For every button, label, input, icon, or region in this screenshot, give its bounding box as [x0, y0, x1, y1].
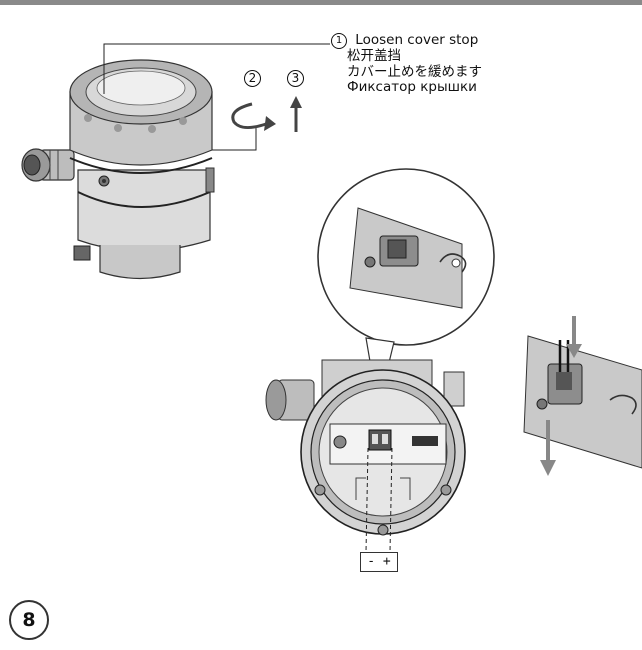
- callout-line-zh: 松开盖挡: [347, 48, 401, 64]
- callout-line-en: Loosen cover stop: [355, 32, 479, 48]
- lift-arrow-icon: [290, 96, 302, 132]
- step-lift-marker: 3: [287, 70, 304, 87]
- housing-closed: [21, 59, 215, 280]
- callout-line-ru: Фиксатор крышки: [347, 79, 477, 95]
- rotate-arrow-icon: [231, 102, 276, 131]
- top-border-bar: [0, 0, 642, 5]
- wiring-dashes: [365, 447, 393, 553]
- housing-open: [265, 359, 466, 536]
- callout-leader-line: [103, 43, 330, 94]
- terminal-polarity-label: - +: [360, 552, 398, 572]
- wire-insertion-detail: [523, 316, 642, 476]
- figure-number-badge: 8: [9, 600, 49, 640]
- step-rotate-marker: 2: [244, 70, 261, 87]
- cable-gland-icon: [21, 148, 75, 182]
- callout-line-ja: カバー止めを緩めます: [347, 63, 482, 80]
- callout-marker: 1: [331, 33, 347, 49]
- cover-stop-callout: 1 Loosen cover stop 松开盖挡 カバー止めを緩めます Фикс…: [331, 32, 482, 96]
